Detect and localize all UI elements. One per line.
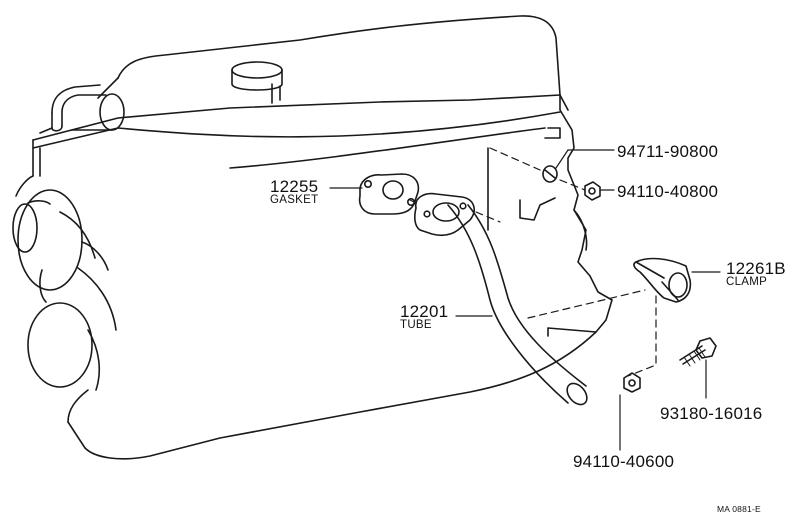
front-covers xyxy=(12,189,117,391)
tube-part-number: 12201 xyxy=(400,302,449,321)
nut-upper-part-number: 94110-40800 xyxy=(617,182,719,201)
clamp-part-name: CLAMP xyxy=(726,276,768,288)
oil-filler-cap xyxy=(231,61,283,104)
bolt-part-number: 93180-16016 xyxy=(660,404,763,423)
leader-lines xyxy=(329,149,721,451)
clamp-shape xyxy=(633,257,692,303)
nut-lower-part-number: 94110-40600 xyxy=(573,452,675,471)
nut-upper-shape xyxy=(584,181,601,201)
gasket-shape xyxy=(358,173,420,215)
stud-shape xyxy=(542,165,558,183)
nut-lower-shape xyxy=(623,372,641,393)
tube-shape xyxy=(414,192,588,406)
drawing-reference-code: MA 0881-E xyxy=(717,504,761,514)
gasket-part-number: 12255 xyxy=(270,177,319,196)
assembly-lines xyxy=(409,147,657,377)
tube-part-name: TUBE xyxy=(400,319,432,331)
stud-part-number: 94711-90800 xyxy=(617,142,719,161)
bolt-shape xyxy=(679,337,717,367)
water-outlet-elbow xyxy=(39,84,125,134)
clamp-part-number: 12261B xyxy=(726,259,786,278)
gasket-part-name: GASKET xyxy=(270,194,319,206)
engine-block xyxy=(15,15,613,460)
